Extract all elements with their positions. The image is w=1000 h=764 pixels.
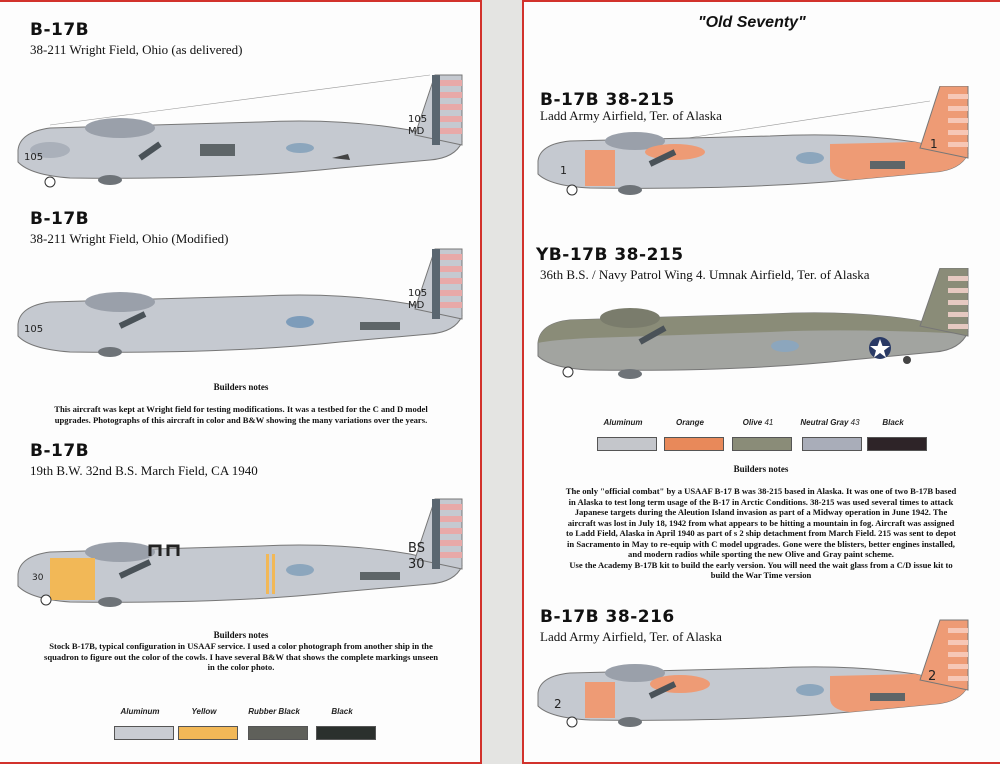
tail-number: 1 xyxy=(930,137,938,151)
b17b-profile-modified: 105 105 MD xyxy=(17,248,463,357)
tail-code: BS xyxy=(408,541,425,556)
tail-code: MD xyxy=(408,300,425,311)
tail-number: 2 xyxy=(928,669,936,684)
section-2-title: B-17B xyxy=(30,209,90,229)
yb17b-38-215-profile xyxy=(537,268,969,379)
tail-number: 105 xyxy=(408,288,427,299)
swatch-aluminum-r xyxy=(597,437,657,451)
builders-notes-heading-r: Builders notes xyxy=(733,464,789,474)
swatch-neutral-gray-43 xyxy=(802,437,862,451)
section-1-subtitle: 38-211 Wright Field, Ohio (as delivered) xyxy=(30,42,243,57)
nose-number: 30 xyxy=(32,573,44,583)
section-3-subtitle: 19th B.W. 32nd B.S. March Field, CA 1940 xyxy=(30,463,258,478)
nose-number: 2 xyxy=(554,697,562,711)
swatch-aluminum xyxy=(114,726,174,740)
swatch-label-rubber-black: Rubber Black xyxy=(248,707,300,716)
swatch-label-black: Black xyxy=(331,707,353,716)
right-section-2-title: YB-17B 38-215 xyxy=(536,245,684,265)
swatch-label-yellow: Yellow xyxy=(191,707,217,716)
nose-number: 105 xyxy=(24,324,43,335)
swatch-label-orange: Orange xyxy=(675,418,704,427)
section-2-subtitle: 38-211 Wright Field, Ohio (Modified) xyxy=(30,231,229,246)
page-gutter xyxy=(482,0,522,764)
tail-code: MD xyxy=(408,126,425,137)
b17b-profile-as-delivered: 105 105 MD xyxy=(17,74,463,188)
builders-notes-heading-1: Builders notes xyxy=(213,382,269,392)
right-page xyxy=(522,0,1000,764)
old-seventy-heading: "Old Seventy" xyxy=(698,14,806,31)
builders-notes-text-2: Stock B-17B, typical configuration in US… xyxy=(44,641,438,672)
swatch-label-olive: Olive 41 xyxy=(742,418,774,427)
swatch-olive-41 xyxy=(732,437,792,451)
tail-number: 105 xyxy=(408,114,427,125)
builders-notes-heading-2: Builders notes xyxy=(213,630,269,640)
right-section-2-subtitle: 36th B.S. / Navy Patrol Wing 4. Umnak Ai… xyxy=(540,267,870,282)
swatch-yellow xyxy=(178,726,238,740)
swatch-rubber-black xyxy=(248,726,308,740)
right-section-1-title: B-17B 38-215 xyxy=(540,90,675,110)
nose-number: 1 xyxy=(560,164,567,177)
section-1-title: B-17B xyxy=(30,20,90,40)
tail-number: 30 xyxy=(408,557,425,572)
swatch-black-r xyxy=(867,437,927,451)
nose-number: 105 xyxy=(24,152,43,163)
swatch-label-aluminum-r: Aluminum xyxy=(603,418,643,427)
swatch-label-black-r: Black xyxy=(882,418,904,427)
swatch-black xyxy=(316,726,376,740)
builders-notes-text-1: This aircraft was kept at Wright field f… xyxy=(54,404,428,425)
swatch-orange xyxy=(664,437,724,451)
right-section-1-subtitle: Ladd Army Airfield, Ter. of Alaska xyxy=(540,108,722,123)
swatch-label-aluminum: Aluminum xyxy=(120,707,160,716)
b17b-38-216-profile: 2 2 xyxy=(537,619,969,728)
b17b-38-215-profile: 1 1 xyxy=(537,86,969,196)
right-section-3-title: B-17B 38-216 xyxy=(540,607,675,627)
b17b-profile-march-field: 30 BS 30 xyxy=(17,498,463,607)
right-section-3-subtitle: Ladd Army Airfield, Ter. of Alaska xyxy=(540,629,722,644)
section-3-title: B-17B xyxy=(30,441,90,461)
swatch-label-neutral-gray: Neutral Gray 43 xyxy=(800,418,860,427)
builders-notes-text-r: The only "official combat" by a USAAF B-… xyxy=(565,486,957,580)
